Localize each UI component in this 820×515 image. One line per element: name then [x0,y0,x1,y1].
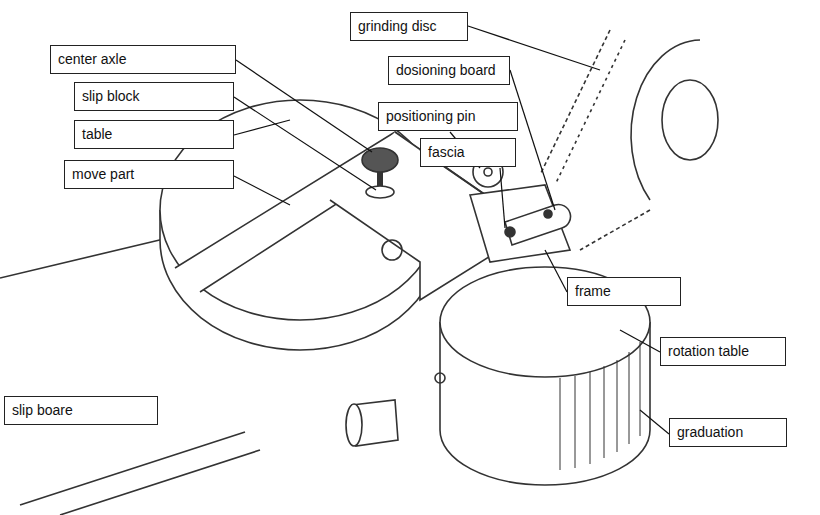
dosioning-board-plate [505,204,571,245]
callout-box: slip boare [4,396,158,425]
grinding-spark [555,40,625,185]
slip-board-rail [60,450,260,515]
leader-line [234,120,290,135]
leader-lines [234,26,669,434]
lock-screw [435,373,445,383]
part-label: graduation [677,424,779,441]
part-label: slip boare [12,402,150,419]
positioning-pin-head [505,227,515,237]
graduation-tick [560,378,561,470]
lock-knob-face [346,404,362,446]
callout-box: frame [567,277,681,306]
part-label: rotation table [668,343,778,360]
illustration-group [0,30,718,515]
part-label: frame [575,283,673,300]
part-label: positioning pin [386,108,510,125]
grinding-disc-outline [631,40,700,200]
grinding-spark [580,210,650,250]
center-axle-washer [366,186,394,198]
callout-box: graduation [669,418,787,447]
leader-line [234,176,290,205]
leader-line [234,97,376,190]
graduation-tick [590,372,591,464]
graduation-tick [629,352,630,444]
graduation-tick [640,342,641,436]
part-label: grinding disc [358,18,460,35]
graduation-tick [575,376,576,468]
callout-box: fascia [420,138,516,167]
part-label: center axle [58,51,228,68]
leader-line [620,330,660,352]
graduation-tick [604,366,605,458]
leader-line [640,410,669,434]
leader-line [545,250,567,292]
slip-board-rail [20,432,245,505]
part-label: dosioning board [396,62,502,79]
callout-box: dosioning board [388,56,510,85]
slip-board-edge [0,238,168,278]
leader-line [510,70,555,210]
callout-box: move part [64,160,234,189]
callout-box: table [74,120,234,149]
part-label: slip block [82,88,226,105]
graduation-ticks [560,342,640,470]
part-label: fascia [428,144,508,161]
frame-body [470,185,570,262]
table-hole [382,240,402,260]
callout-box: center axle [50,45,236,74]
positioning-pin-head [544,210,552,218]
grinding-disc-hub [662,80,718,160]
callout-box: slip block [74,82,234,111]
leader-line [500,168,505,228]
part-label: table [82,126,226,143]
part-label: move part [72,166,226,183]
center-axle-knob [362,148,398,172]
callout-box: rotation table [660,337,786,366]
grinding-spark [540,30,610,175]
callout-box: positioning pin [378,102,518,131]
fascia-screw [484,168,492,176]
graduation-tick [617,360,618,452]
callout-box: grinding disc [350,12,468,41]
leader-line [236,60,372,152]
